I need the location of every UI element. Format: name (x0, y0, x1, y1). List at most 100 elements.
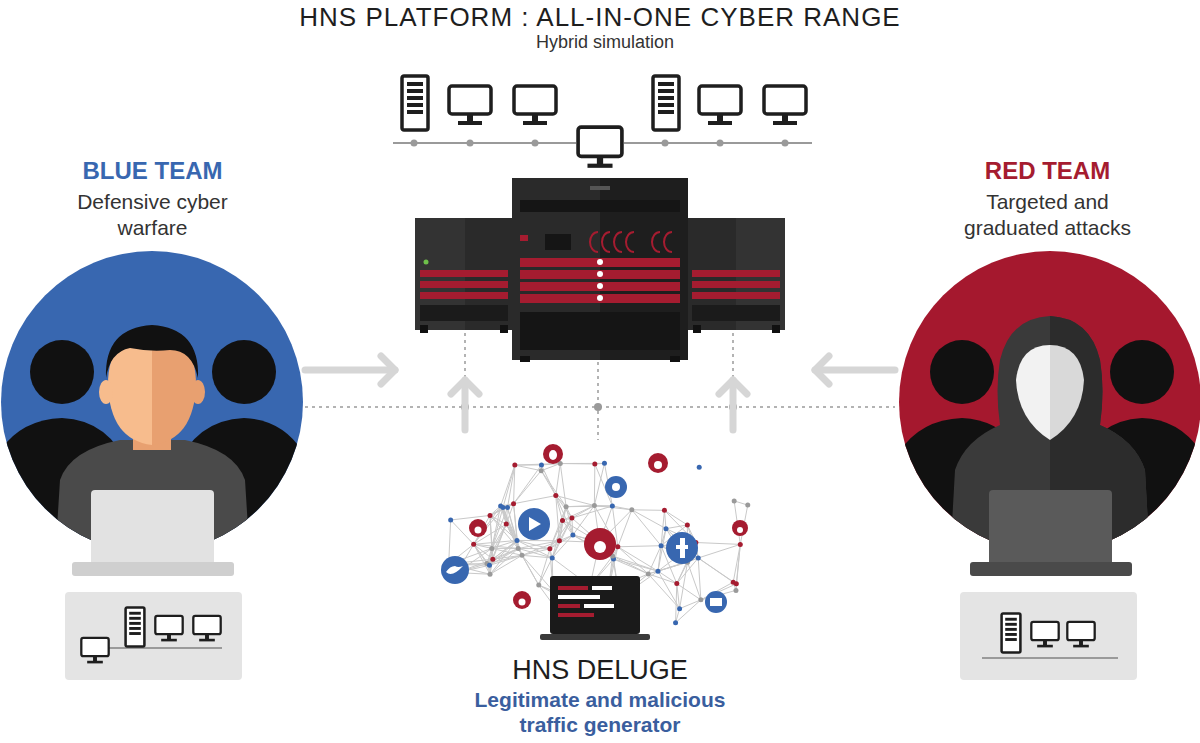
mesh-line (518, 548, 552, 557)
arrow-shaft (730, 380, 737, 430)
mesh-dot (629, 507, 634, 512)
mesh-line (560, 463, 604, 464)
link-dot (461, 403, 737, 411)
mesh-dot (663, 526, 668, 531)
mesh-line (490, 515, 518, 548)
deluge-laptop (540, 576, 650, 640)
mesh-dot (646, 571, 651, 576)
mesh-line (612, 506, 631, 510)
blue-team-figure (0, 251, 312, 576)
mesh-dot (602, 461, 607, 466)
mesh-dot (655, 569, 660, 574)
mesh-line (514, 465, 515, 504)
mesh-line (688, 562, 701, 600)
mesh-dot (489, 546, 494, 551)
traffic-icons (441, 444, 748, 613)
red-team-figure (890, 251, 1200, 576)
mesh-dot (738, 542, 743, 547)
mesh-dot (734, 581, 739, 586)
mesh-line (677, 584, 701, 600)
mesh-dot (696, 555, 701, 560)
mesh-dot (615, 544, 620, 549)
server-racks (415, 178, 785, 362)
arrow-head (815, 356, 829, 384)
flow-arrow (451, 380, 479, 430)
mesh-line (563, 520, 573, 535)
mesh-line (594, 505, 612, 506)
mesh-line (632, 510, 661, 546)
mesh-dot (512, 463, 517, 468)
flow-arrow (815, 356, 895, 384)
mesh-line (560, 463, 595, 464)
mesh-line (451, 515, 490, 520)
mesh-line (648, 546, 661, 574)
mesh-line (632, 510, 666, 529)
mesh-line (594, 464, 595, 506)
blue-team-node: BLUE TEAMDefensive cyber warfare (0, 150, 305, 560)
mesh-dot (674, 581, 679, 586)
mesh-line (556, 496, 595, 506)
mesh-dot (592, 461, 597, 466)
mesh-dot (536, 583, 541, 588)
mesh-line (556, 496, 563, 521)
mesh-line (489, 524, 506, 565)
mesh-dot (553, 493, 558, 498)
mesh-dot (569, 516, 574, 521)
mesh-line (613, 556, 649, 574)
mesh-dot (498, 504, 503, 509)
mesh-dot (520, 553, 525, 558)
mesh-line (489, 548, 491, 565)
mesh-line (696, 543, 740, 545)
mesh-line (560, 464, 566, 507)
mesh-line (522, 555, 553, 590)
flow-arrow (719, 380, 747, 430)
red-team-node: RED TEAMTargeted and graduated attacks (895, 150, 1200, 560)
node-text: Legitimate and malicious traffic generat… (455, 687, 745, 738)
mesh-dot (659, 543, 664, 548)
mesh-line (680, 600, 701, 609)
node-heading: BLUE TEAM (83, 156, 223, 185)
mesh-dot (592, 503, 597, 508)
mesh-dot (673, 620, 678, 625)
node-text: Hybrid simulation (536, 32, 674, 54)
mesh-dot (564, 504, 569, 509)
mesh-line (632, 509, 665, 511)
mesh-dot (610, 504, 615, 509)
mesh-line (676, 600, 701, 623)
mesh-line (489, 555, 522, 565)
mesh-dot (471, 542, 476, 547)
arrow-shaft (305, 367, 395, 374)
mesh-dot (570, 533, 575, 538)
mesh-line (493, 548, 518, 559)
mesh-dot (488, 513, 493, 518)
node-heading: HNS DELUGE (512, 654, 688, 687)
mesh-line (618, 510, 632, 547)
mesh-line (680, 562, 688, 608)
arrow-shaft (462, 380, 469, 430)
mesh-line (541, 464, 560, 471)
mesh-line (698, 558, 736, 584)
arrow-head (719, 380, 747, 394)
mesh-line (490, 515, 492, 548)
arrow-shaft (815, 367, 895, 374)
mesh-dot (677, 606, 682, 611)
mesh-dot (732, 498, 737, 503)
traffic-cloud (446, 461, 750, 635)
top-network (393, 76, 812, 168)
arrow-head (381, 356, 395, 384)
diagram-title: HNS PLATFORM : ALL-IN-ONE CYBER RANGE (0, 2, 1200, 33)
mesh-dot (733, 588, 738, 593)
node-text: Targeted and graduated attacks (945, 189, 1150, 240)
mesh-line (490, 555, 522, 574)
mesh-line (501, 465, 515, 506)
mesh-line (677, 584, 680, 609)
mesh-dot (487, 563, 492, 568)
platform-node: Hybrid simulation (395, 28, 815, 380)
mesh-dot (697, 465, 702, 470)
mesh-line (618, 547, 648, 574)
mesh-line (518, 548, 539, 585)
arrow-head (451, 380, 479, 394)
mesh-line (550, 518, 572, 549)
mesh-dot (516, 546, 521, 551)
